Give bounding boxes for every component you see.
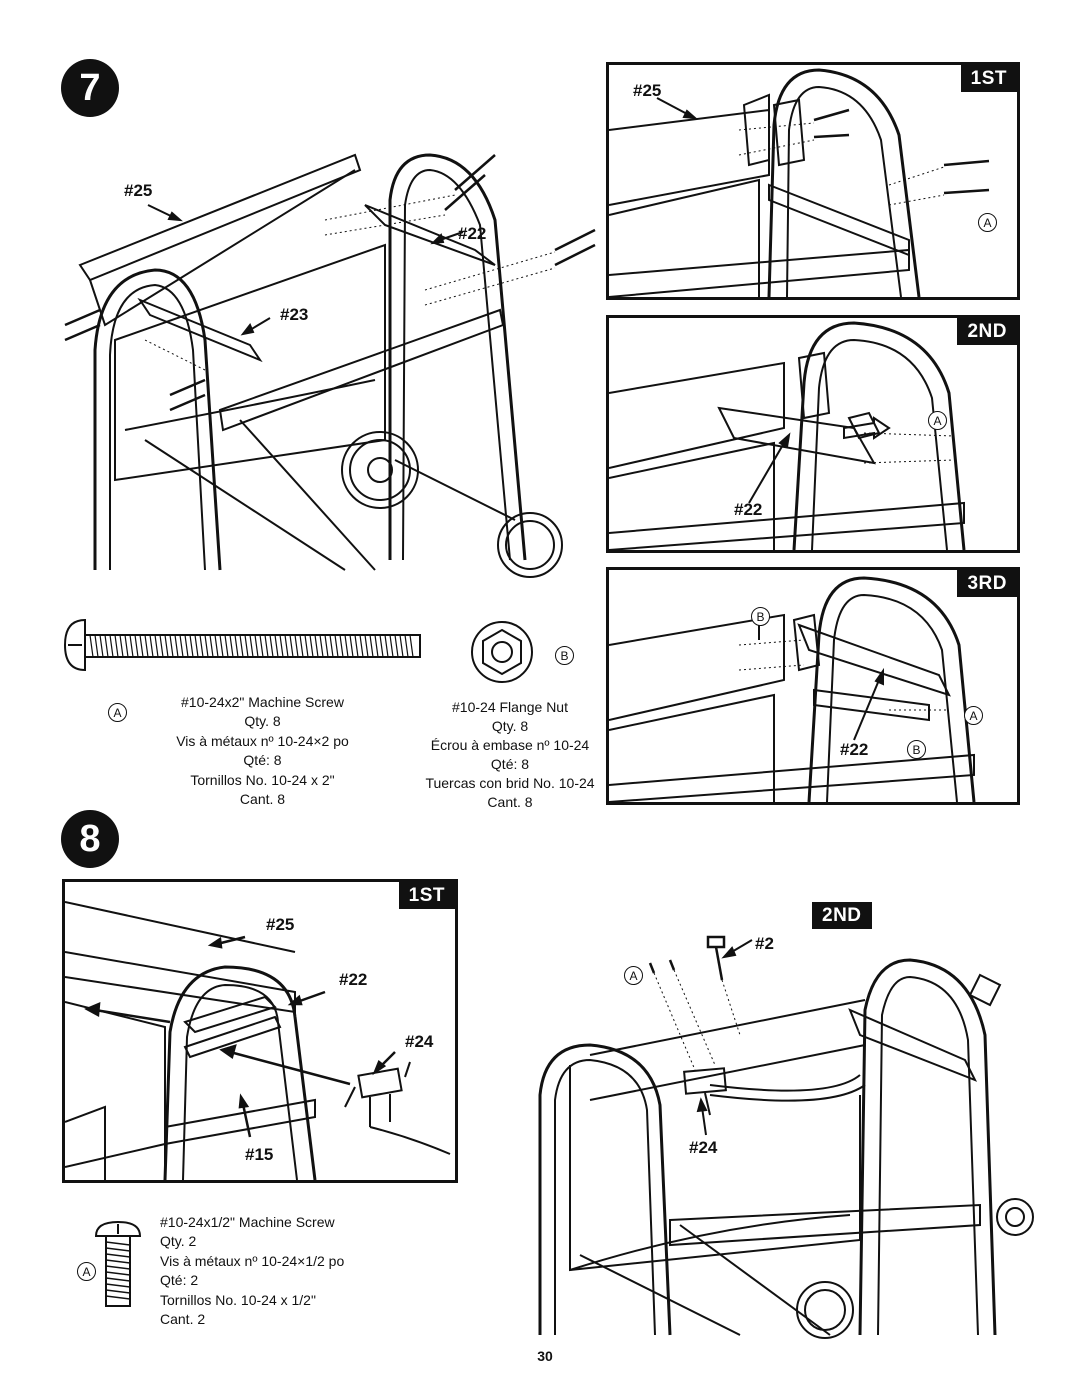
step7-panel-third-circle-b-top: B (751, 607, 770, 626)
hw-a-line-6: Cant. 8 (239, 791, 286, 807)
step7-panel-second: 2ND A #22 (606, 315, 1020, 553)
step7-panel-first-tag: 1ST (960, 65, 1017, 92)
step8-panel-second-part2: #2 (755, 934, 774, 953)
step7-hardware-a-circle: A (108, 703, 127, 722)
step7-panel-first-circle-a: A (978, 213, 997, 232)
step7-hardware-a-text: #10-24x2" Machine Screw Qty. 8 Vis à mét… (165, 694, 360, 807)
step8-panel-first-illustration (65, 901, 451, 1180)
step7-panel-first: 1ST #25 A (606, 62, 1020, 300)
hw-b-line-5: Tuercas con brid No. 10-24 (425, 775, 595, 791)
machine-screw-half-inch-icon (94, 1220, 142, 1307)
step-8-badge: 8 (61, 810, 119, 868)
step7-label-part22: #22 (458, 224, 487, 243)
hw-b-line-1: #10-24 Flange Nut (452, 699, 568, 715)
step-7-badge: 7 (61, 59, 119, 117)
hw-b-line-2: Qty. 8 (491, 718, 529, 734)
step7-panel-third-circle-b: B (907, 740, 926, 759)
step8-panel-first-part24: #24 (405, 1032, 434, 1051)
step8-panel-second-tag: 2ND (812, 902, 872, 929)
step7-panel-first-illustration (609, 68, 990, 297)
step7-label-part25: #25 (124, 181, 153, 200)
step7-panel-second-part22: #22 (734, 500, 763, 519)
step-7-number: 7 (79, 66, 101, 109)
hw-a-line-5: Tornillos No. 10-24 x 2" (190, 772, 335, 788)
step-8-number: 8 (79, 817, 101, 860)
step7-panel-second-circle-a: A (928, 411, 947, 430)
step8-panel-first-part25: #25 (266, 915, 295, 934)
step7-panel-third-tag: 3RD (957, 570, 1017, 597)
hw-a-line-3: Vis à métaux nº 10-24×2 po (176, 733, 349, 749)
hw8-a-line-2: Qty. 2 (160, 1233, 197, 1249)
step7-panel-third-part22: #22 (840, 740, 869, 759)
step8-panel-first-tag: 1ST (398, 882, 455, 909)
step8-panel-second-part24: #24 (689, 1138, 718, 1157)
machine-screw-2in-icon (63, 618, 421, 672)
step7-hardware-b-text: #10-24 Flange Nut Qty. 8 Écrou à embase … (410, 699, 610, 810)
hw8-a-line-1: #10-24x1/2" Machine Screw (160, 1214, 335, 1230)
hw8-a-line-6: Cant. 2 (160, 1311, 206, 1327)
page-number: 30 (537, 1348, 553, 1364)
step7-label-part23: #23 (280, 305, 309, 324)
step7-panel-second-tag: 2ND (957, 318, 1017, 345)
hw-b-line-3: Écrou à embase nº 10-24 (430, 737, 590, 753)
step7-hardware-b-circle: B (555, 646, 574, 665)
step8-panel-first-part15: #15 (245, 1145, 274, 1164)
step8-panel-second-circle-a: A (624, 966, 643, 985)
hw-b-line-6: Cant. 8 (487, 794, 533, 810)
hw-b-line-4: Qté: 8 (490, 756, 530, 772)
flange-nut-icon (471, 621, 533, 683)
step7-panel-third: 3RD B A #22 B (606, 567, 1020, 805)
step8-hardware-a-circle: A (77, 1262, 96, 1281)
hw-a-line-4: Qté: 8 (243, 752, 282, 768)
step7-panel-first-part25: #25 (633, 81, 662, 100)
step8-panel-second-illustration (538, 935, 1034, 1339)
hw8-a-line-3: Vis à métaux nº 10-24×1/2 po (160, 1253, 345, 1269)
step-7-main-illustration (64, 153, 596, 578)
hw8-a-line-5: Tornillos No. 10-24 x 1/2" (160, 1292, 316, 1308)
hw8-a-line-4: Qté: 2 (160, 1272, 199, 1288)
step8-panel-first: 1ST #25 #22 #24 #15 (62, 879, 458, 1183)
step8-panel-first-part22: #22 (339, 970, 368, 989)
step7-panel-third-circle-a: A (964, 706, 983, 725)
step7-panel-second-illustration (609, 321, 966, 550)
hw-a-line-1: #10-24x2" Machine Screw (181, 694, 344, 710)
hw-a-line-2: Qty. 8 (244, 713, 281, 729)
step7-panel-third-illustration (609, 576, 976, 802)
step8-hardware-a-text: #10-24x1/2" Machine Screw Qty. 2 Vis à m… (160, 1214, 380, 1327)
